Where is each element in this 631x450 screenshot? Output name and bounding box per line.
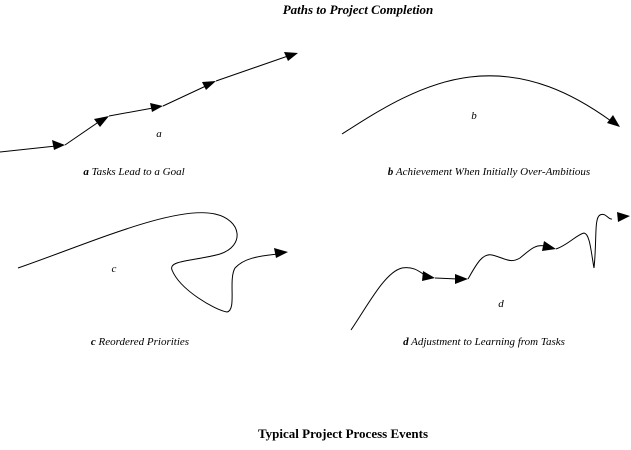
path-a (0, 52, 298, 153)
diagram-title: Paths to Project Completion (283, 2, 434, 17)
panel-b-label: b (471, 110, 477, 122)
panel-a-label: a (156, 128, 162, 140)
diagram-footer: Typical Project Process Events (258, 426, 428, 441)
panel-b-caption: b Achievement When Initially Over-Ambiti… (388, 166, 590, 178)
panel-a-caption-text: Tasks Lead to a Goal (89, 166, 185, 178)
panel-c-caption-text: Reordered Priorities (96, 336, 189, 348)
path-b (341, 75, 620, 135)
panel-c-caption-letter: c (91, 336, 96, 348)
path-c (17, 212, 288, 313)
path-d (350, 212, 630, 331)
panel-b-caption-text: Achievement When Initially Over-Ambitiou… (393, 166, 590, 178)
panel-c-caption: c Reordered Priorities (91, 336, 189, 348)
panel-b: b b Achievement When Initially Over-Ambi… (341, 75, 620, 178)
panel-a: a a Tasks Lead to a Goal (0, 52, 298, 178)
panel-c: c c Reordered Priorities (17, 212, 288, 348)
panel-a-caption-letter: a (83, 166, 89, 178)
panel-d-caption-letter: d (403, 336, 409, 348)
panel-c-label: c (112, 263, 117, 275)
panel-a-caption: a Tasks Lead to a Goal (83, 166, 184, 178)
panel-d-caption: d Adjustment to Learning from Tasks (403, 336, 565, 348)
panel-d-caption-text: Adjustment to Learning from Tasks (409, 336, 565, 348)
panel-d: d d Adjustment to Learning from Tasks (350, 212, 630, 348)
panel-d-label: d (498, 298, 504, 310)
panel-b-caption-letter: b (388, 166, 394, 178)
